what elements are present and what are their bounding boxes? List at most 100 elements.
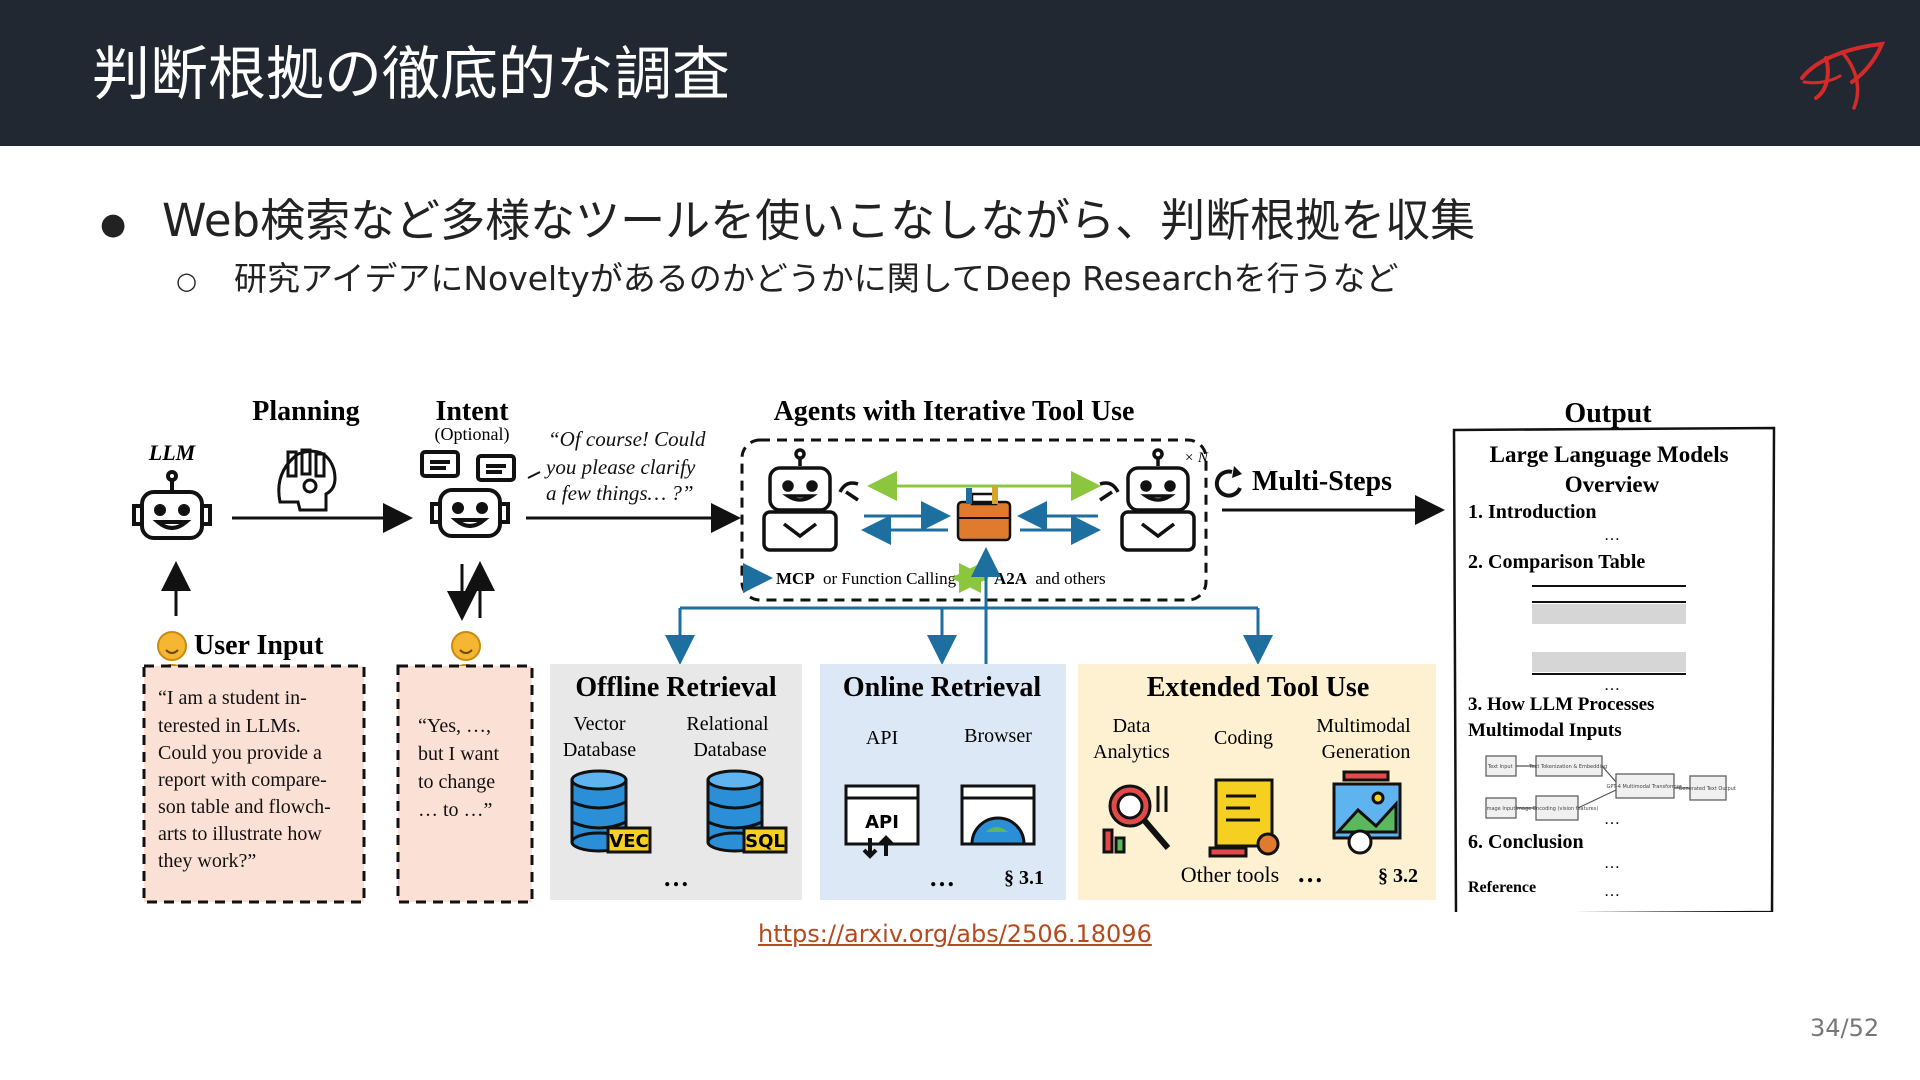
bullet-text-1: Web検索など多様なツールを使いこなしながら、判断根拠を収集 (162, 194, 1476, 247)
multi-steps-label: Multi-Steps (1252, 466, 1392, 497)
flow-box-tokenization: Text Tokenization & Embedding (1528, 764, 1607, 770)
coding-label: Coding (1214, 727, 1273, 749)
bullet-text-2: 研究アイデアにNoveltyがあるのかどうかに関してDeep Researchを… (234, 259, 1399, 298)
llm-label: LLM (148, 440, 197, 465)
mcp-label: MCP (776, 569, 815, 588)
flow-box-image-input: Image Input (1485, 806, 1515, 812)
user-quote-line-1: “I am a student in- (158, 687, 307, 709)
vector-db-label-2: Database (563, 739, 636, 761)
svg-text:3. How LLM Processes Multi: 3. How LLM Processes Multimodal Inputs (1468, 694, 1659, 741)
multimodal-gen-label-1: Multimodal (1316, 715, 1411, 737)
bullet-dot: ● (100, 206, 127, 242)
section-3-1-label: § 3.1 (1004, 867, 1044, 889)
page-number: 34/52 (1810, 1014, 1880, 1042)
browser-label: Browser (964, 725, 1032, 747)
intent-robot-icon (420, 450, 516, 538)
clarify-quote-line-3: a few things… ?” (546, 481, 694, 505)
flow-box-image-encoding: Image Encoding (vision features) (1516, 806, 1599, 812)
doc-ellipsis-3: … (1604, 811, 1620, 828)
a2a-label: A2A (994, 569, 1028, 588)
source-link[interactable]: https://arxiv.org/abs/2506.18096 (758, 920, 1152, 948)
user-quote-line-4: report with compare- (158, 769, 327, 791)
doc-reference: Reference (1468, 879, 1536, 896)
slide-title: 判断根拠の徹底的な調査 (92, 40, 731, 108)
user-quote-line-7: they work?” (158, 850, 256, 872)
output-title: Output (1564, 398, 1652, 429)
clarify-quote-line-2: you please clarify (544, 455, 696, 479)
doc-ellipsis-1: … (1604, 527, 1620, 544)
planning-label: Planning (252, 396, 359, 427)
data-analytics-label-2: Analytics (1093, 741, 1170, 763)
offline-title: Offline Retrieval (575, 672, 777, 703)
planning-head-icon (277, 448, 337, 512)
doc-section-2: 2. Comparison Table (1468, 551, 1645, 573)
extended-ellipsis: … (1297, 859, 1323, 888)
user-quote-line-2: terested in LLMs. (158, 715, 301, 737)
reply-line-2: but I want (418, 743, 500, 765)
agents-dashed-box (740, 438, 1208, 602)
svg-text:Vector Database Relati: Vector Database Relational Database (563, 713, 774, 761)
flow-box-output: Generated Text Output (1679, 786, 1736, 792)
online-ellipsis: … (929, 863, 955, 892)
bullet-item-2: ○ 研究アイデアにNoveltyがあるのかどうかに関してDeep Research… (176, 252, 1399, 300)
user-quote-line-6: arts to illustrate how (158, 823, 322, 845)
mcp-rest-label: or Function Calling (823, 569, 957, 588)
sql-database-icon (706, 769, 788, 854)
image-generation-icon (1332, 770, 1402, 855)
api-label: API (866, 727, 898, 749)
vector-database-icon (570, 769, 652, 854)
slide-header: 判断根拠の徹底的な調査 (0, 0, 1920, 146)
relational-db-label-2: Database (693, 739, 766, 761)
data-analytics-label-1: Data (1113, 715, 1151, 737)
reply-line-1: “Yes, …, (418, 715, 491, 737)
svg-text:“Yes, …, but I want to: “Yes, …, but I want to change … to …” (418, 715, 504, 821)
refresh-icon (1214, 469, 1242, 498)
reply-line-4: … to …” (418, 799, 492, 821)
agent-robot-right-icon (1099, 448, 1196, 552)
flowchart-thumbnail (1485, 755, 1727, 821)
api-window-icon (844, 784, 920, 859)
section-3-2-label: § 3.2 (1378, 865, 1418, 887)
svg-text:“I am a student in- terest: “I am a student in- terested in LLMs. Co… (158, 687, 336, 872)
clarify-quote-line-1: “Of course! Could (548, 427, 706, 451)
user-quote-line-5: son table and flowch- (158, 796, 331, 818)
doc-section-1: 1. Introduction (1468, 501, 1597, 523)
coding-icon (1208, 778, 1280, 858)
agent-framework-figure: LLM Planning Intent (Optional) “Of cours… (132, 396, 1776, 912)
a2a-rest-label: and others (1035, 569, 1105, 588)
doc-ellipsis-2: … (1604, 677, 1620, 694)
svg-text:MCP or Function Calling: MCP or Function Calling (776, 569, 957, 588)
times-n-label: × N (1184, 450, 1209, 466)
doc-title-1: Large Language Models (1490, 442, 1729, 467)
bullet-item-1: ● Web検索など多様なツールを使いこなしながら、判断根拠を収集 (100, 184, 1475, 249)
llm-robot-icon (132, 470, 212, 540)
user-input-box (142, 664, 366, 904)
doc-section-3-line-1: 3. How LLM Processes (1468, 694, 1654, 715)
relational-db-label-1: Relational (686, 713, 769, 735)
doc-ellipsis-4: … (1604, 855, 1620, 872)
doc-title-2: Overview (1565, 472, 1660, 497)
intent-label: Intent (435, 396, 509, 427)
doc-ellipsis-5: … (1604, 883, 1620, 900)
sub-bullet-circle: ○ (176, 266, 197, 295)
online-title: Online Retrieval (843, 672, 1042, 703)
red-brush-logo-icon (1800, 41, 1886, 110)
doc-section-6: 6. Conclusion (1468, 831, 1584, 853)
multimodal-gen-label-2: Generation (1322, 741, 1411, 763)
svg-text:Text Input Text Tokenizati: Text Input Text Tokenization & Embedding… (1485, 764, 1737, 812)
agent-robot-left-icon (762, 448, 859, 552)
extended-title: Extended Tool Use (1147, 672, 1370, 703)
svg-text:Data Analytics Coding: Data Analytics Coding Multimodal Generat… (1093, 715, 1416, 763)
sql-tag: SQL (745, 831, 785, 852)
user-quote-line-3: Could you provide a (158, 742, 322, 764)
user-reply-box (396, 664, 534, 904)
svg-text:A2A and others: A2A and others (994, 569, 1106, 588)
online-retrieval-panel (820, 664, 1066, 900)
svg-text:“Of course! Could you plea: “Of course! Could you please clarify a f… (544, 427, 711, 505)
vector-db-label-1: Vector (573, 713, 626, 735)
data-analytics-icon (1102, 784, 1171, 854)
browser-globe-icon (960, 784, 1036, 846)
agents-title: Agents with Iterative Tool Use (774, 396, 1135, 427)
user-input-label: User Input (194, 630, 324, 661)
svg-text:Large Language Models Over: Large Language Models Overview (1490, 442, 1735, 497)
